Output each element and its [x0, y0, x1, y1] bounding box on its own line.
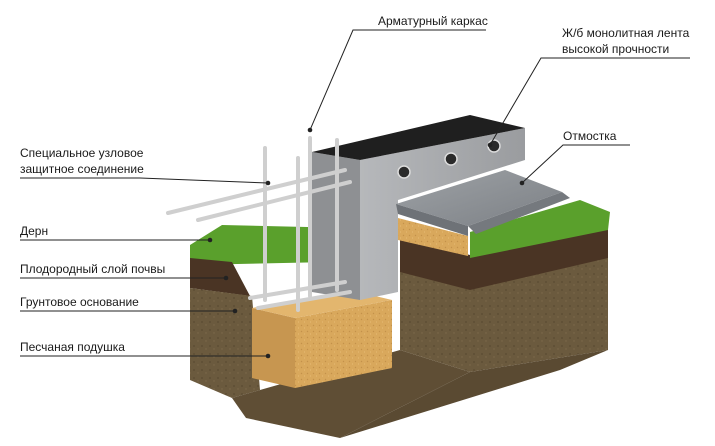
ground-left	[190, 288, 260, 398]
label-rc-strip-line1: Ж/б монолитная лента	[562, 26, 690, 40]
sand-under-blind-area	[398, 218, 468, 256]
vent-hole	[397, 165, 411, 179]
leader-rebar-cage	[309, 29, 486, 131]
rebar-cage	[166, 136, 352, 312]
vent-hole	[444, 152, 458, 166]
sand-cushion-face	[295, 300, 392, 388]
rebar-horizontal	[256, 290, 352, 310]
trench-bottom	[232, 350, 470, 438]
label-rebar-cage: Арматурный каркас	[378, 14, 488, 28]
turf-right-top	[470, 200, 610, 258]
leader-rc-strip	[489, 57, 690, 146]
blind-area-edge	[396, 204, 468, 236]
leader-lines	[20, 29, 690, 359]
concrete-strip-top	[312, 115, 525, 160]
label-rc-strip-line2: высокой прочности	[562, 42, 670, 56]
sand-cushion-front	[252, 308, 295, 388]
sand-cushion	[252, 218, 468, 388]
fertile-soil-left	[190, 258, 250, 296]
rebar-horizontal	[166, 168, 347, 215]
soil-block	[190, 200, 610, 438]
fertile-soil-right	[470, 225, 608, 290]
label-ground-base: Грунтовое основание	[20, 295, 139, 309]
leader-special-joint	[20, 177, 269, 184]
leader-blind-area	[521, 144, 630, 184]
ground-right-base	[340, 350, 608, 438]
rebar-horizontal	[196, 180, 352, 222]
blind-area-edge-right	[468, 192, 570, 234]
label-sand-cushion: Песчаная подушка	[20, 340, 125, 354]
label-blind-area: Отмостка	[563, 129, 617, 143]
label-special-joint-line2: защитное соединение	[20, 162, 144, 176]
label-fertile-soil: Плодородный слой почвы	[20, 262, 166, 276]
label-special-joint-line1: Специальное узловое	[20, 146, 144, 160]
label-turf: Дерн	[20, 224, 49, 238]
